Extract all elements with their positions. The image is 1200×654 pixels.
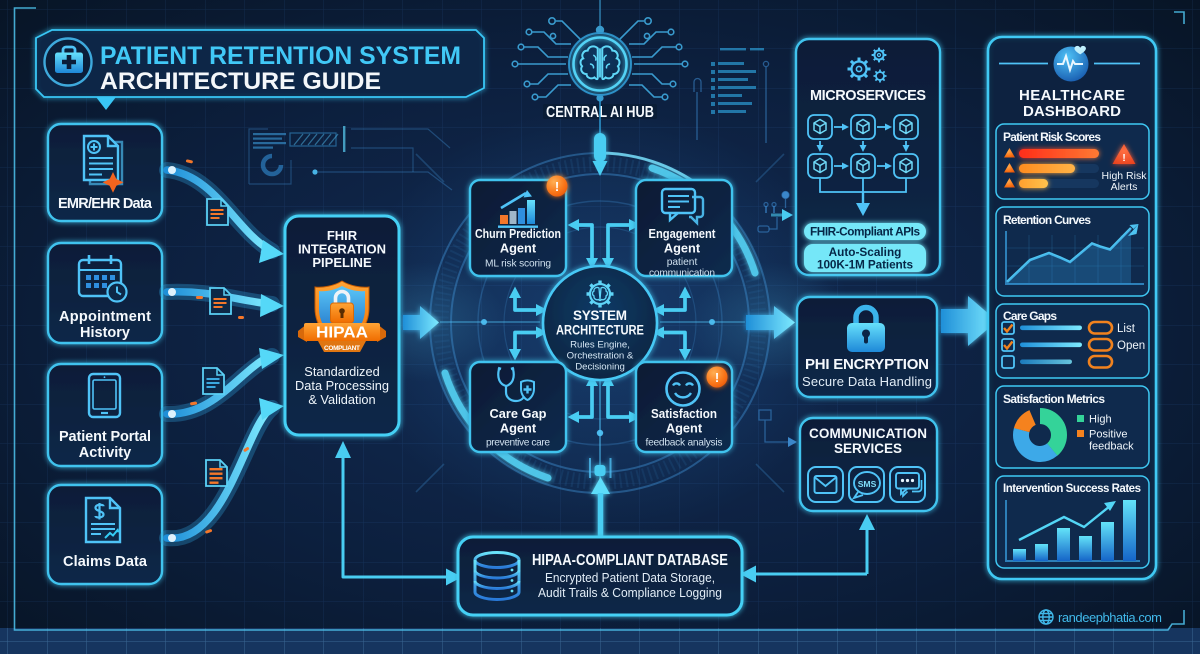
svg-text:PATIENT RETENTION SYSTEM: PATIENT RETENTION SYSTEM [100, 42, 461, 70]
svg-text:preventive care: preventive care [486, 438, 550, 449]
svg-text:HIPAA-COMPLIANT DATABASE: HIPAA-COMPLIANT DATABASE [532, 552, 728, 569]
svg-text:ARCHITECTURE GUIDE: ARCHITECTURE GUIDE [100, 68, 381, 95]
svg-text:Agent: Agent [500, 241, 537, 256]
svg-text:INTEGRATION: INTEGRATION [298, 242, 386, 257]
svg-text:SERVICES: SERVICES [834, 441, 902, 456]
svg-text:Orchestration &: Orchestration & [567, 351, 634, 362]
svg-text:SYSTEM: SYSTEM [573, 308, 627, 323]
svg-text:Patient Portal: Patient Portal [59, 429, 151, 445]
svg-text:!: ! [1122, 153, 1125, 164]
svg-text:Retention Curves: Retention Curves [1003, 213, 1091, 227]
svg-text:COMMUNICATION: COMMUNICATION [809, 426, 927, 441]
svg-text:Encrypted Patient Data Storage: Encrypted Patient Data Storage, [545, 571, 715, 585]
svg-text:List: List [1117, 323, 1136, 335]
svg-text:COMPLIANT: COMPLIANT [324, 345, 360, 352]
svg-text:Churn Prediction: Churn Prediction [475, 226, 561, 241]
svg-text:High: High [1089, 414, 1112, 426]
svg-text:Decisioning: Decisioning [575, 362, 625, 373]
svg-text:Satisfaction Metrics: Satisfaction Metrics [1003, 392, 1105, 406]
svg-text:patient: patient [667, 257, 698, 268]
svg-text:ML risk scoring: ML risk scoring [485, 259, 551, 270]
svg-text:Audit Trails & Compliance Logg: Audit Trails & Compliance Logging [538, 586, 722, 600]
svg-text:MICROSERVICES: MICROSERVICES [810, 88, 926, 104]
svg-text:HEALTHCARE: HEALTHCARE [1019, 87, 1125, 104]
svg-text:100K-1M Patients: 100K-1M Patients [817, 258, 913, 272]
svg-text:HIPAA: HIPAA [316, 325, 368, 342]
svg-text:Data Processing: Data Processing [295, 378, 389, 393]
svg-text:Intervention Success Rates: Intervention Success Rates [1003, 483, 1141, 495]
svg-text:Alerts: Alerts [1111, 181, 1138, 193]
svg-text:Activity: Activity [79, 445, 131, 461]
svg-text:PIPELINE: PIPELINE [312, 255, 372, 270]
svg-text:High Risk: High Risk [1102, 170, 1148, 182]
svg-text:History: History [80, 325, 130, 341]
svg-text:randeepbhatia.com: randeepbhatia.com [1058, 610, 1162, 625]
svg-text:SMS: SMS [858, 479, 877, 489]
svg-text:feedback: feedback [1089, 441, 1134, 453]
svg-text:Engagement: Engagement [649, 226, 717, 241]
svg-text:Care Gap: Care Gap [490, 406, 547, 421]
svg-text:Secure Data Handling: Secure Data Handling [802, 374, 932, 389]
svg-text:!: ! [715, 370, 719, 385]
svg-text:Care Gaps: Care Gaps [1003, 309, 1057, 323]
svg-text:Agent: Agent [500, 421, 537, 436]
svg-text:Claims Data: Claims Data [63, 554, 148, 570]
svg-text:FHIR-Compliant APIs: FHIR-Compliant APIs [810, 225, 920, 239]
svg-text:ARCHITECTURE: ARCHITECTURE [556, 323, 644, 338]
svg-text:Standardized: Standardized [304, 364, 379, 379]
svg-text:Positive: Positive [1089, 429, 1128, 441]
svg-text:PHI ENCRYPTION: PHI ENCRYPTION [805, 356, 929, 373]
svg-text:!: ! [555, 179, 559, 194]
svg-text:Agent: Agent [664, 241, 701, 256]
svg-text:FHIR: FHIR [327, 228, 358, 243]
svg-text:& Validation: & Validation [308, 392, 375, 407]
svg-text:Rules Engine,: Rules Engine, [570, 340, 630, 351]
svg-text:Patient Risk Scores: Patient Risk Scores [1003, 130, 1101, 144]
svg-text:Open: Open [1117, 340, 1145, 352]
svg-text:Appointment: Appointment [59, 309, 151, 325]
svg-text:Satisfaction: Satisfaction [651, 406, 717, 421]
svg-text:DASHBOARD: DASHBOARD [1023, 103, 1121, 120]
svg-text:Auto-Scaling: Auto-Scaling [829, 245, 902, 259]
svg-text:EMR/EHR Data: EMR/EHR Data [58, 196, 153, 212]
svg-text:Agent: Agent [666, 421, 703, 436]
svg-text:communication: communication [649, 268, 715, 279]
svg-text:feedback analysis: feedback analysis [646, 438, 723, 449]
